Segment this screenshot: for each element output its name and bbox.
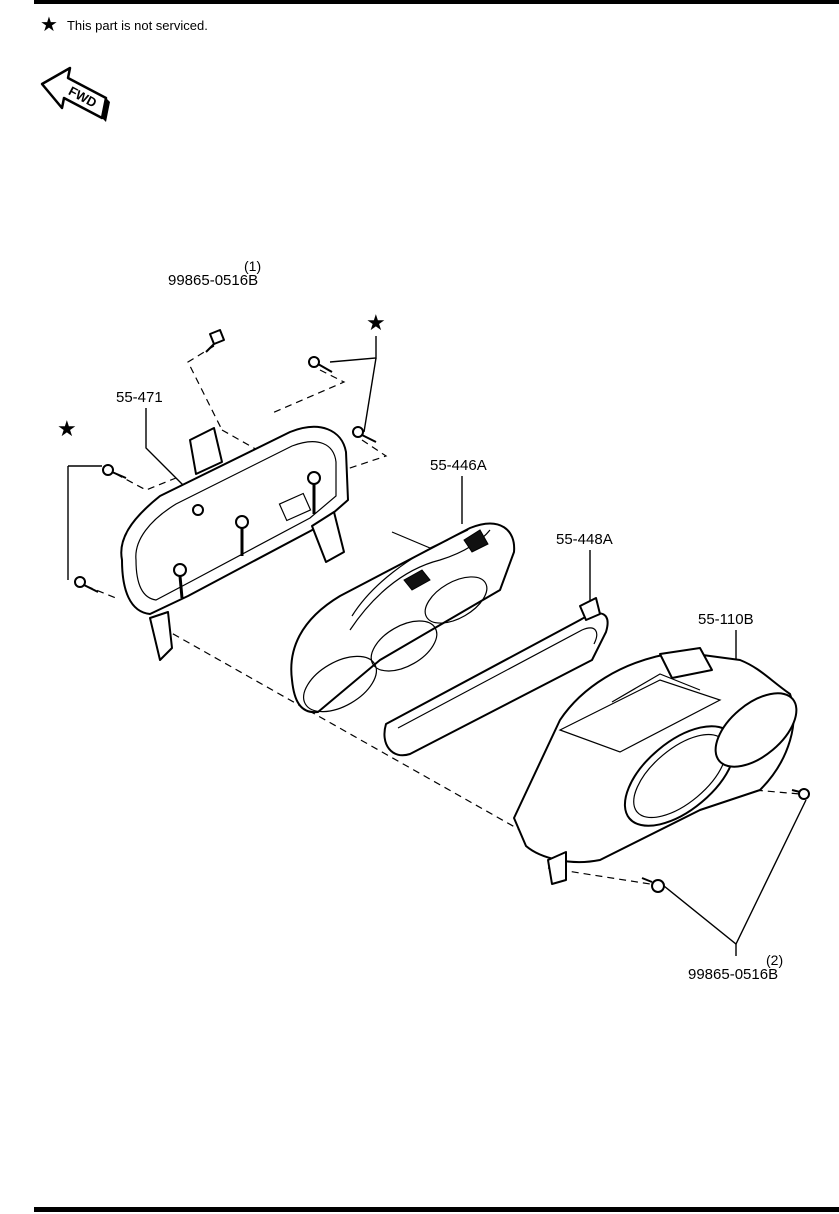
circuit-label: 55-446A	[430, 457, 487, 474]
screw-left-lower	[74, 576, 99, 593]
bottom-border	[34, 1207, 839, 1212]
bolt-top-part-number: 99865-0516B	[168, 272, 259, 289]
rear-housing-label: 55-471	[116, 389, 163, 406]
seal-label: 55-448A	[556, 531, 613, 548]
legend-note: ★ This part is not serviced.	[40, 14, 208, 36]
leader-lines	[67, 336, 807, 956]
screw-left-upper	[102, 464, 127, 479]
bolt-bottom-right	[791, 788, 810, 800]
screw-right	[352, 426, 377, 443]
bolt-bottom-index: (2)	[766, 952, 784, 968]
front-cover-part	[513, 647, 798, 885]
top-border	[34, 0, 839, 4]
fwd-arrow-icon: FWD	[40, 64, 116, 126]
legend-text: This part is not serviced.	[66, 17, 208, 33]
bolt-top-index: (1)	[244, 258, 262, 274]
star-icon: ★	[40, 14, 58, 36]
seal-part	[383, 597, 609, 757]
bolt-top	[205, 329, 225, 353]
bolt-bottom-left	[641, 877, 665, 893]
rear-housing-part	[120, 425, 349, 661]
not-serviced-star-icon: ★	[57, 416, 77, 441]
screw-upper-right	[308, 356, 333, 373]
front-cover-label: 55-110B	[698, 611, 754, 628]
bolt-bottom-part-number: 99865-0516B	[688, 966, 779, 983]
printed-circuit-part	[290, 522, 516, 714]
not-serviced-star-icon: ★	[366, 310, 386, 335]
